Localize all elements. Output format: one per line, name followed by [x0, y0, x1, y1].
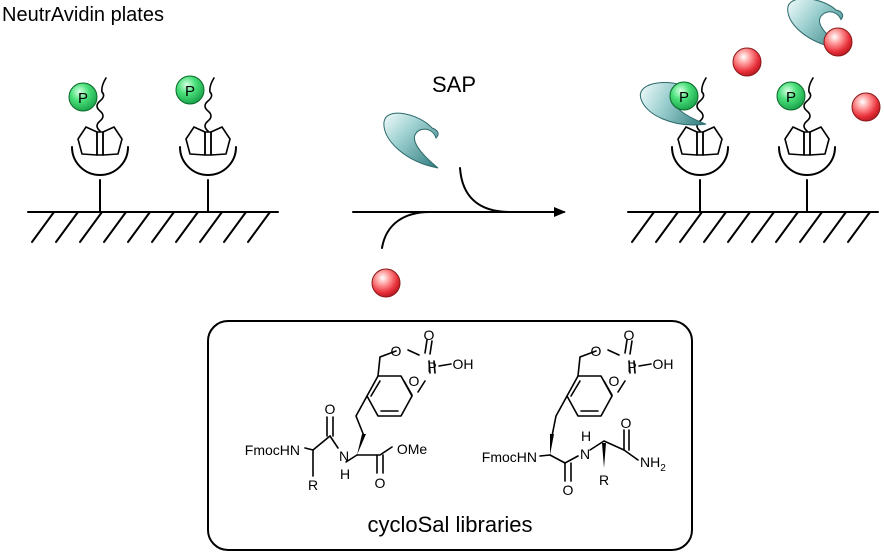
phosphate-label: P: [185, 83, 195, 100]
left-anchor-1: [71, 126, 129, 212]
cpd2-o2: O: [624, 327, 635, 343]
cpd1-o3: O: [409, 373, 420, 389]
cpd2-r: R: [599, 472, 609, 488]
phosphate-ball: [68, 82, 98, 112]
phosphate-label: P: [78, 90, 88, 107]
phosphate-label: P: [679, 89, 689, 106]
cpd1-fmoc: FmocHN: [245, 442, 300, 458]
product-ball: [851, 92, 881, 122]
cpd2-nh2: NH2: [640, 454, 666, 474]
enzyme-label: SAP: [432, 72, 476, 97]
right-surface: [627, 211, 879, 243]
reaction-arrow: [352, 167, 566, 249]
library-box: [207, 320, 693, 551]
compound-2: O O P OH O FmocHN H N O NH2 O R: [482, 327, 674, 498]
compound-1: O O P OH O O FmocHN N H R OMe O: [245, 327, 474, 493]
phosphate-label: P: [786, 89, 796, 106]
product-ball: [823, 27, 853, 57]
cpd1-oh: OH: [453, 356, 474, 372]
cpd2-oh: OH: [653, 356, 674, 372]
cpd2-o5: O: [563, 482, 574, 498]
cpd2-h: H: [581, 428, 591, 444]
left-linker-1: [96, 77, 107, 132]
phosphate-ball: [669, 81, 699, 111]
left-plate: P P: [27, 75, 279, 243]
cpd1-o1: O: [391, 343, 402, 359]
bound-enzyme-icon: [637, 71, 707, 142]
cpd1-p: P: [427, 359, 436, 375]
right-linker-2: [803, 77, 814, 132]
phosphate-ball: [776, 81, 806, 111]
cpd1-o4: O: [325, 401, 336, 417]
plate-title: NeutrAvidin plates: [2, 4, 164, 26]
substrate-ball: [371, 268, 401, 298]
left-anchor-2: [179, 126, 237, 212]
right-anchor-1: [671, 126, 729, 212]
product-ball: [732, 47, 762, 77]
cpd2-o3: O: [609, 373, 620, 389]
phosphate-ball: [175, 75, 205, 105]
cpd2-p: P: [627, 359, 636, 375]
left-surface: [27, 211, 279, 243]
cpd1-nh: N: [339, 448, 349, 464]
cpd1-h: H: [340, 466, 350, 482]
cpd1-r: R: [308, 477, 318, 493]
cpd2-o1: O: [591, 343, 602, 359]
cpd2-nh: N: [580, 446, 590, 462]
cpd1-o2: O: [424, 327, 435, 343]
right-plate: P P: [627, 71, 879, 243]
cpd2-fmoc: FmocHN: [482, 449, 537, 465]
library-label: cycloSal libraries: [367, 512, 532, 537]
right-anchor-2: [778, 126, 836, 212]
cpd1-ester: OMe: [397, 441, 428, 457]
left-linker-2: [204, 77, 215, 132]
enzyme-icon: [383, 112, 439, 169]
cpd1-o5: O: [375, 475, 386, 491]
cpd2-o4: O: [621, 415, 632, 431]
